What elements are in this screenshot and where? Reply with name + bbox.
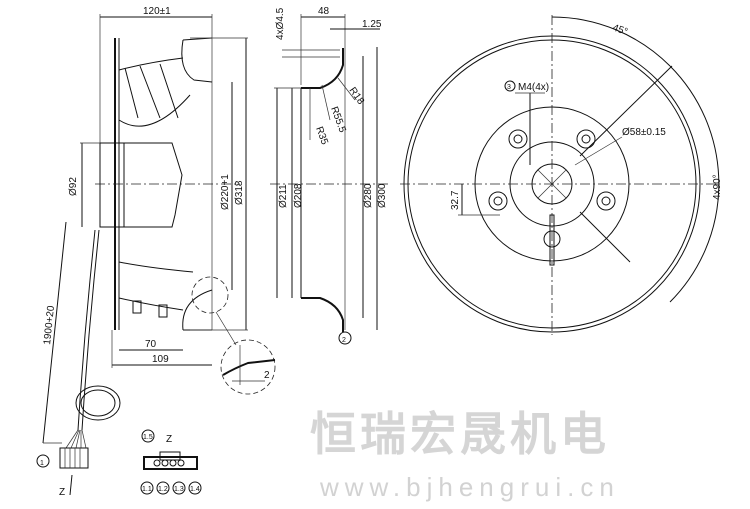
dim-width: 120±1	[143, 6, 171, 17]
dim-cable-length: 1900+20	[42, 305, 57, 346]
dim-thread: M4(4x)	[518, 82, 549, 93]
pin-1-2: 1.2	[158, 486, 168, 493]
dim-ring-height: 48	[318, 6, 330, 17]
dim-impeller-dia: Ø220+1	[220, 174, 231, 210]
watermark-url: www.bjhengrui.cn	[319, 472, 620, 502]
dim-angle-45: 45°	[611, 22, 629, 38]
dim-outer-dia: Ø318	[234, 180, 245, 205]
pin-1-5: 1.5	[143, 434, 153, 441]
thread-label: 3	[507, 84, 511, 91]
dim-offset: 32.7	[450, 190, 461, 210]
dim-lip: 1.25	[362, 19, 382, 30]
dim-r35: R35	[313, 125, 330, 146]
cable-label: 1	[40, 460, 44, 467]
view-arrow-label: Z	[59, 487, 65, 498]
front-view: 45° 4x90° 3 M4(4x) Ø58±0.15 32.7	[400, 15, 723, 335]
pin-1-3: 1.3	[174, 486, 184, 493]
dim-detail-gap: 2	[264, 370, 270, 381]
ring-label: 2	[342, 337, 346, 344]
dim-d280: Ø280	[363, 183, 374, 208]
connector-view: Z 1.5 1.1 1.2 1.3 1.4	[140, 429, 202, 495]
connector-view-label: Z	[166, 434, 172, 445]
dim-d211: Ø211	[278, 184, 289, 208]
dim-inlet-depth: 109	[152, 354, 169, 365]
pin-1-1: 1.1	[142, 486, 152, 493]
dim-motor-depth: 70	[145, 339, 157, 350]
dim-hub-dia: Ø92	[68, 177, 79, 196]
inlet-ring-view: 48 1.25 4xØ4.5 Ø211 Ø208 R35 R55.5 R18 Ø…	[270, 6, 390, 345]
dim-d208: Ø208	[293, 183, 304, 208]
side-view: 120±1 Ø92 Ø220+1 Ø318 70 109	[36, 6, 276, 498]
dim-angle-pattern: 4x90°	[712, 174, 723, 200]
dim-d300: Ø300	[377, 183, 388, 208]
mount-holes	[488, 129, 616, 266]
watermark-company: 恒瑞宏晟机电	[310, 407, 610, 461]
dim-center-dia: Ø58±0.15	[622, 127, 666, 138]
dim-holes: 4xØ4.5	[275, 7, 286, 40]
pin-1-4: 1.4	[190, 486, 200, 493]
